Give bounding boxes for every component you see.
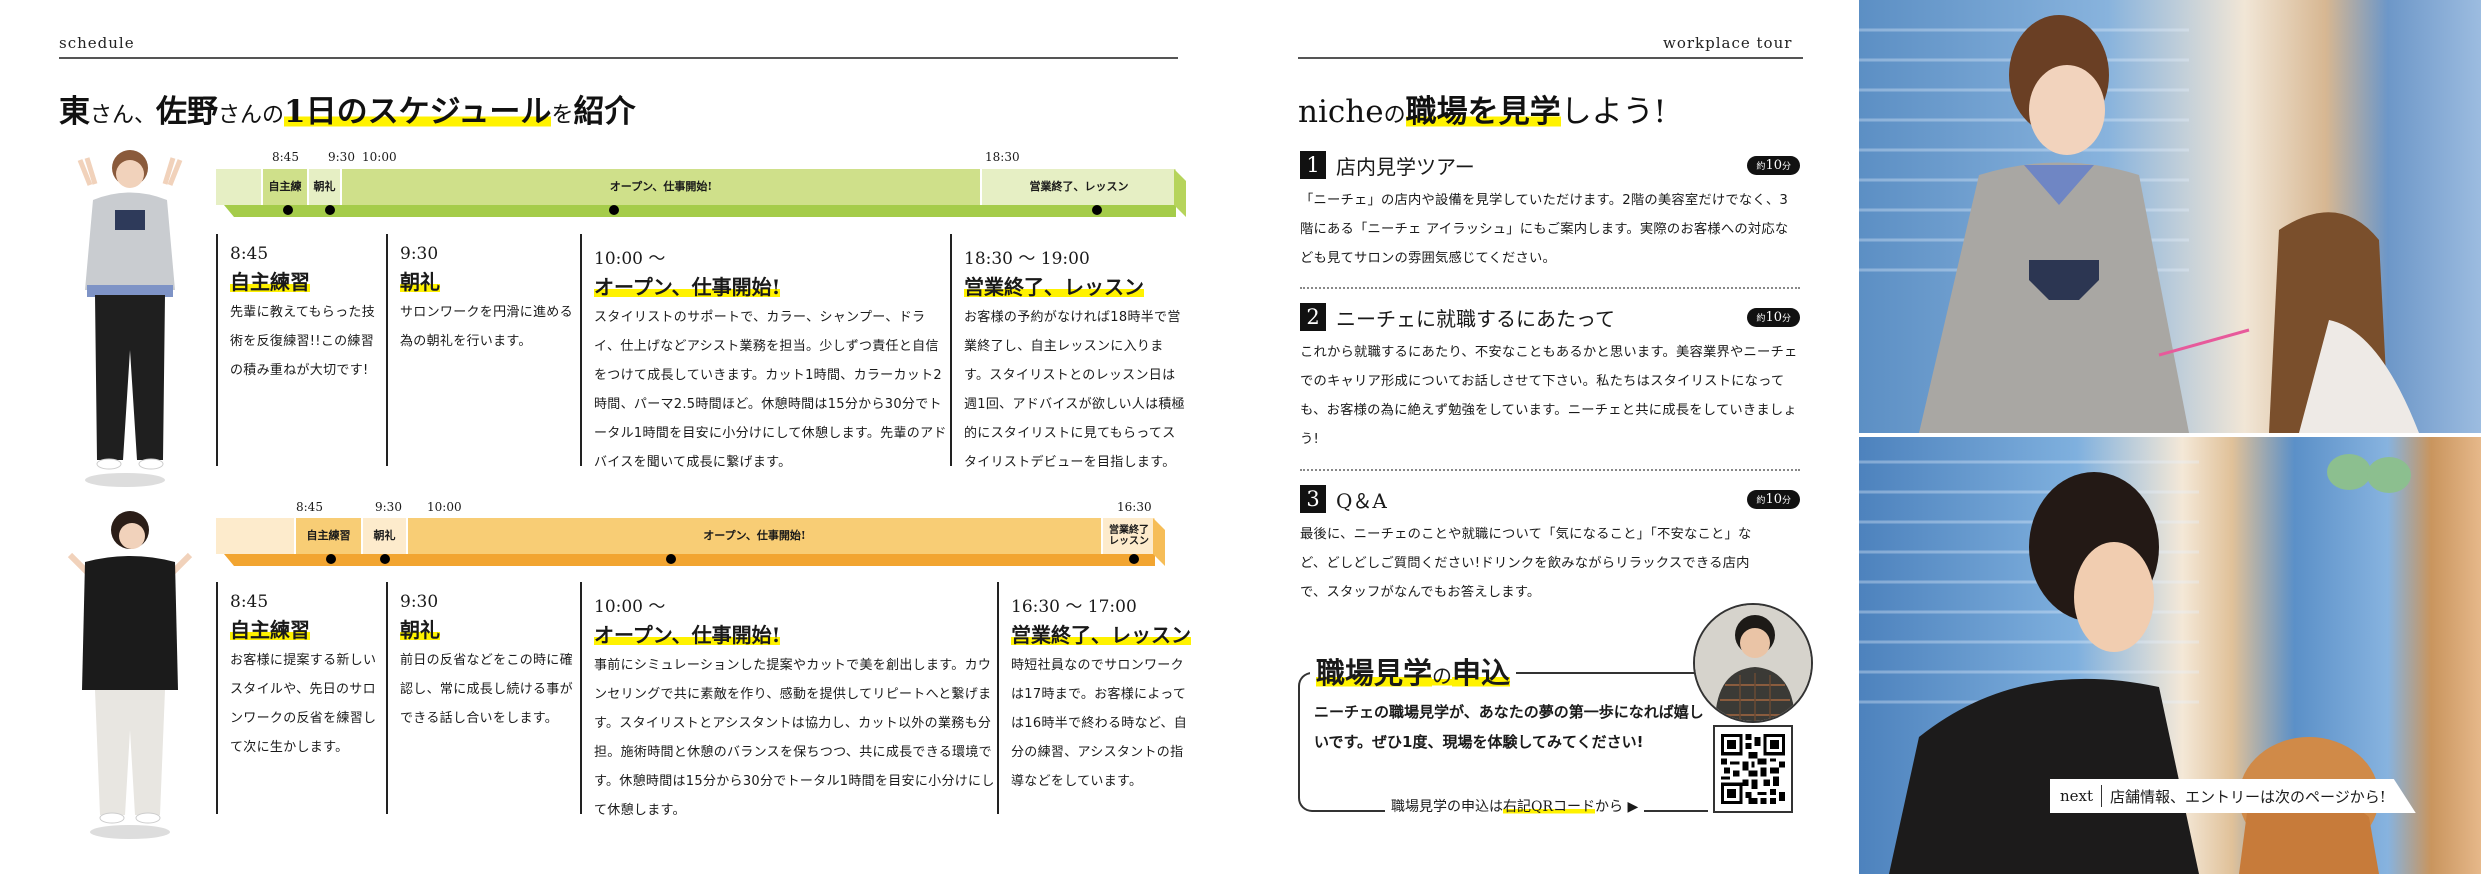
tour-section-label: workplace tour — [1663, 34, 1793, 52]
timeline2-seg-open: オープン、仕事開始! — [408, 518, 1103, 554]
timeline1-time-2: 10:00 — [362, 150, 397, 164]
card-higashi-morning-meeting: 9:30 朝礼 サロンワークを円滑に進める為の朝礼を行います。 — [386, 234, 576, 466]
step-title: 店内見学ツアー — [1336, 154, 1475, 179]
timeline2-dot — [666, 554, 676, 564]
timeline1-seg-self-practice: 自主練 — [263, 169, 309, 205]
card-higashi-close: 18:30 ～ 19:00 営業終了、レッスン お客様の予約がなければ18時半で… — [950, 234, 1185, 470]
step-body: これから就職するにあたり、不安なこともあるかと思います。美容業界やニーチェでのキ… — [1300, 345, 1798, 447]
tour-step-1: 1 店内見学ツアー 約10分 「ニーチェ」の店内や設備を見学していただけます。2… — [1300, 150, 1800, 273]
schedule-section-label: schedule — [59, 34, 135, 52]
next-text: 店舗情報、エントリーは次のページから! — [2110, 787, 2386, 806]
card-higashi-self-practice: 8:45 自主練習 先輩に教えてもらった技術を反復練習!!この練習の積み重ねが大… — [216, 234, 386, 466]
timeline1-time-3: 18:30 — [985, 150, 1020, 164]
step-number-badge: 1 — [1300, 151, 1326, 179]
card-sano-close: 16:30 ～ 17:00 営業終了、レッスン 時短社員なのでサロンワークは17… — [997, 582, 1192, 814]
dotted-divider — [1300, 469, 1800, 471]
tour-step-2: 2 ニーチェに就職するにあたって 約10分 これから就職するにあたり、不安なこと… — [1300, 302, 1800, 454]
card-sano-open: 10:00 ～ オープン、仕事開始! 事前にシミュレーションした提案やカットで美… — [580, 582, 995, 818]
person-photo-higashi — [65, 140, 195, 490]
timeline2-time-0: 8:45 — [296, 500, 323, 514]
banner-separator — [2101, 785, 2103, 807]
step-number-badge: 2 — [1300, 303, 1326, 331]
card-higashi-open: 10:00 ～ オープン、仕事開始! スタイリストのサポートで、カラー、シャンプ… — [580, 234, 950, 470]
tour-header-rule — [1298, 57, 1803, 59]
card-sano-self-practice: 8:45 自主練習 お客様に提案する新しいスタイルや、先日のサロンワークの反省を… — [216, 582, 386, 814]
timeline2-time-2: 10:00 — [427, 500, 462, 514]
person-photo-sano — [60, 500, 200, 840]
staff-avatar — [1693, 603, 1813, 723]
card-sano-morning-meeting: 9:30 朝礼 前日の反省などをこの時に確認し、常に成長し続ける事ができる話し合… — [386, 582, 581, 814]
step-title: Q＆A — [1336, 488, 1387, 513]
timeline2-seg-close: 営業終了 レッスン — [1103, 518, 1155, 554]
duration-badge: 約10分 — [1747, 155, 1800, 175]
step-title: ニーチェに就職するにあたって — [1336, 306, 1615, 331]
photo-stylist-cutting — [1859, 0, 2481, 433]
tour-page-title: nicheの職場を見学しよう! — [1298, 94, 1667, 130]
apply-body: ニーチェの職場見学が、あなたの夢の第一歩になれば嬉しいです。ぜひ1度、現場を体験… — [1314, 703, 1704, 751]
timeline2-seg-self-practice: 自主練習 — [296, 518, 363, 554]
apply-title: 職場見学の申込 — [1310, 650, 1517, 692]
next-label: next — [2060, 787, 2094, 805]
step-number-badge: 3 — [1300, 485, 1326, 513]
timeline1-time-1: 9:30 — [328, 150, 355, 164]
duration-badge: 約10分 — [1747, 489, 1800, 509]
timeline2-dot — [326, 554, 336, 564]
timeline1-seg-open: オープン、仕事開始! — [342, 169, 982, 205]
timeline1-dot — [609, 205, 619, 215]
step-body: 最後に、ニーチェのことや就職について「気になること」「不安なこと」など、どしどし… — [1300, 527, 1752, 600]
timeline2-time-3: 16:30 — [1117, 500, 1152, 514]
timeline1-dot — [325, 205, 335, 215]
schedule-header-rule — [59, 57, 1178, 59]
arrow-right-icon: ▶ — [1627, 799, 1639, 815]
title-highlight: 1日のスケジュール — [284, 94, 552, 130]
timeline1-dot — [1092, 205, 1102, 215]
timeline1-time-0: 8:45 — [272, 150, 299, 164]
timeline-sano: 自主練習 朝礼 オープン、仕事開始! 営業終了 レッスン — [216, 518, 1188, 566]
qr-code[interactable] — [1713, 725, 1793, 813]
timeline1-dot — [283, 205, 293, 215]
timeline2-seg-morning-meeting: 朝礼 — [363, 518, 408, 554]
duration-badge: 約10分 — [1747, 307, 1800, 327]
dotted-divider — [1300, 287, 1800, 289]
next-page-banner[interactable]: next 店舗情報、エントリーは次のページから! — [2050, 779, 2416, 813]
timeline1-seg-morning-meeting: 朝礼 — [309, 169, 342, 205]
tour-step-3: 3 Q＆A 約10分 最後に、ニーチェのことや就職について「気になること」「不安… — [1300, 484, 1800, 607]
step-body: 「ニーチェ」の店内や設備を見学していただけます。2階の美容室だけでなく、3階にあ… — [1300, 193, 1789, 266]
timeline2-time-1: 9:30 — [375, 500, 402, 514]
timeline1-seg-close: 営業終了、レッスン — [982, 169, 1176, 205]
timeline2-dot — [1129, 554, 1139, 564]
apply-qr-link[interactable]: 職場見学の申込は右記QRコードから ▶ — [1385, 796, 1645, 816]
timeline-higashi: 自主練 朝礼 オープン、仕事開始! 営業終了、レッスン — [216, 169, 1188, 217]
timeline2-dot — [380, 554, 390, 564]
schedule-page-title: 東さん、佐野さんの1日のスケジュールを紹介 — [59, 94, 636, 130]
